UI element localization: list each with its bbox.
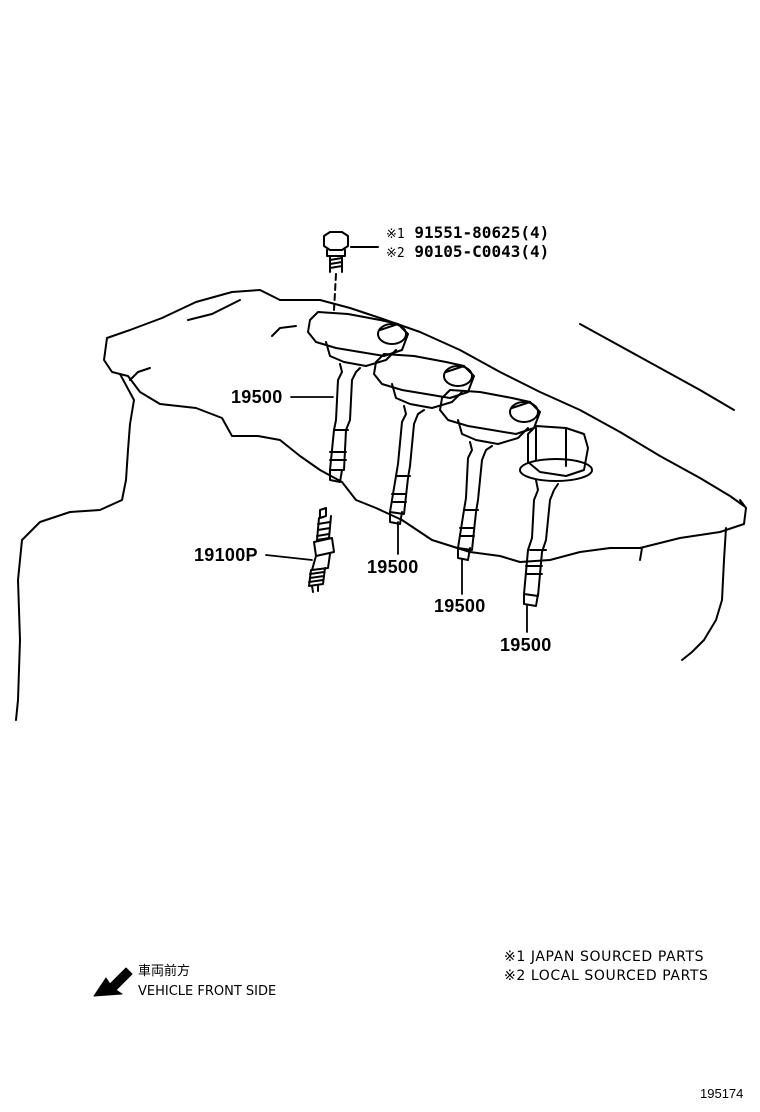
bolt-graphic — [323, 231, 379, 311]
callout-coil-2: 19500 — [367, 557, 419, 577]
callout-coil-4: 19500 — [500, 635, 552, 655]
ignition-coil-1 — [307, 311, 409, 483]
vehicle-front-note: 車両前方 VEHICLE FRONT SIDE — [138, 962, 276, 1002]
legend-item-local: ※2 LOCAL SOURCED PARTS — [504, 968, 709, 984]
bolt-part-number-1-value: 91551-80625(4) — [414, 223, 550, 242]
source-legend: ※1 JAPAN SOURCED PARTS ※2 LOCAL SOURCED … — [504, 948, 709, 986]
vehicle-front-japanese: 車両前方 — [138, 964, 191, 979]
leader-lines — [265, 396, 528, 633]
figure-number: 195174 — [700, 1086, 744, 1101]
vehicle-front-english: VEHICLE FRONT SIDE — [138, 984, 277, 999]
bolt-part-number-2-value: 90105-C0043(4) — [414, 242, 550, 261]
legend-item-japan: ※1 JAPAN SOURCED PARTS — [504, 949, 705, 965]
ignition-coil-4 — [519, 425, 593, 607]
source-mark-1: ※1 — [386, 227, 405, 242]
ignition-coil-2 — [373, 353, 475, 525]
callout-coil-1: 19500 — [231, 387, 283, 407]
bolt-part-number-1: ※1 91551-80625(4) — [386, 223, 550, 242]
spark-plug — [308, 507, 335, 593]
bolt-part-number-2: ※2 90105-C0043(4) — [386, 242, 550, 261]
callout-coil-3: 19500 — [434, 596, 486, 616]
source-mark-2: ※2 — [386, 246, 405, 261]
engine-head-outline — [15, 289, 747, 721]
callout-spark-plug: 19100P — [194, 545, 258, 565]
front-direction-arrow-icon — [93, 967, 133, 997]
